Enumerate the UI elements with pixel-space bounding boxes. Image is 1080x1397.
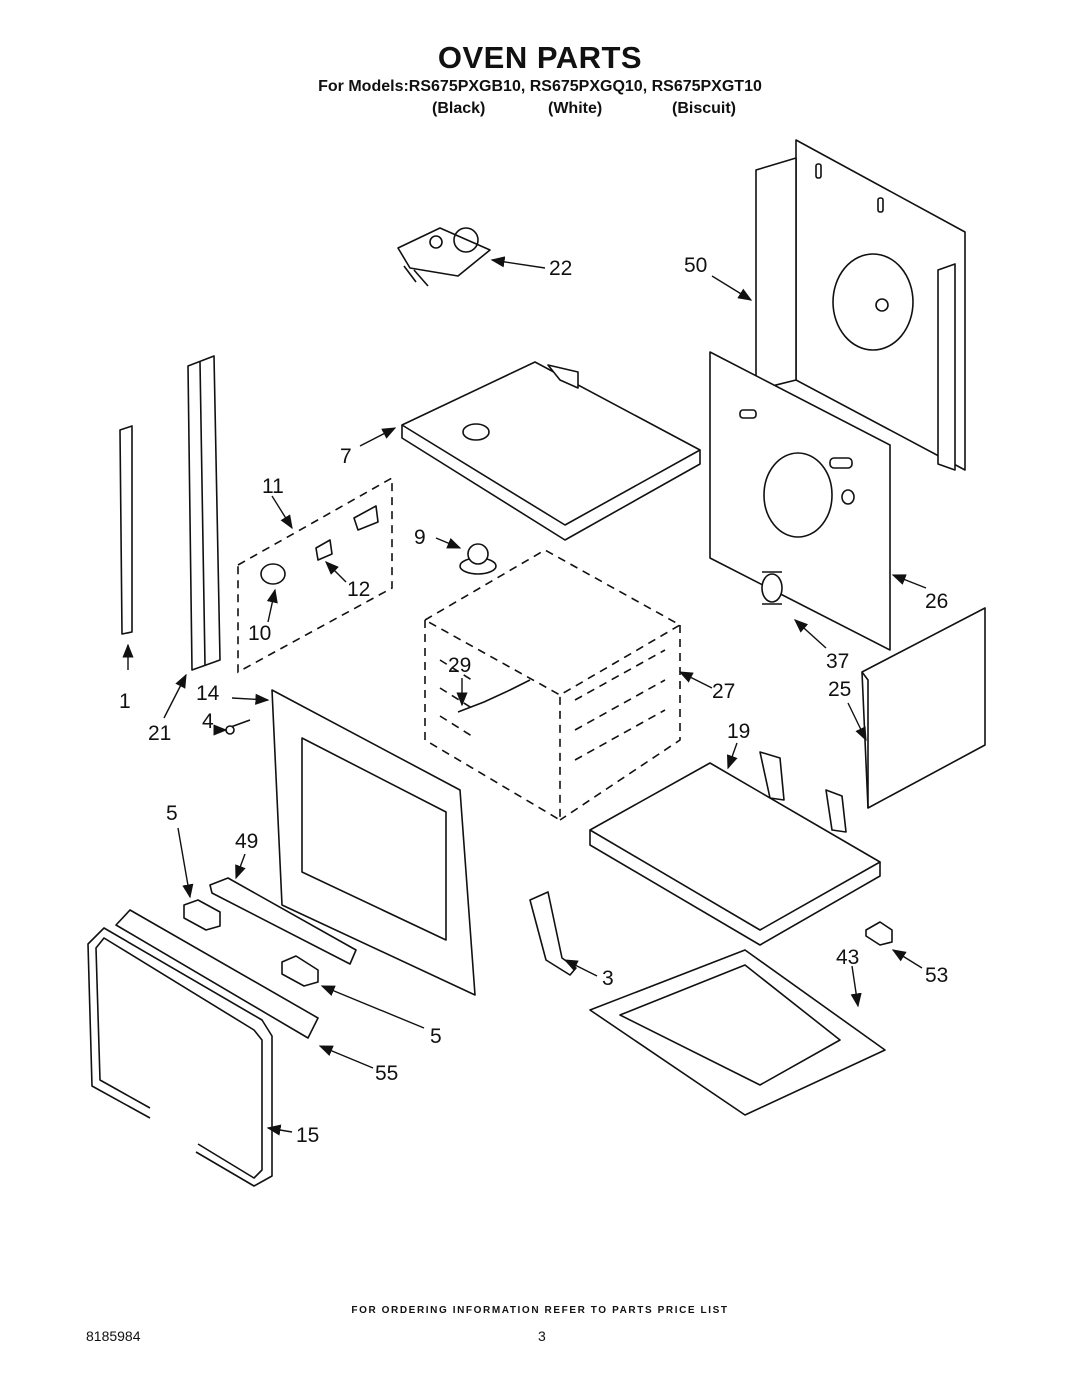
callout-11: 11 <box>262 475 284 498</box>
part-9-sensor <box>459 543 497 575</box>
part-19-bottom-shield <box>589 751 881 946</box>
callout-12: 12 <box>347 578 370 601</box>
page-title: OVEN PARTS <box>437 40 643 75</box>
callout-29: 29 <box>448 654 471 677</box>
callout-10: 10 <box>248 622 271 645</box>
callout-14: 14 <box>196 682 220 705</box>
part-22-component <box>397 227 491 287</box>
callout-3: 3 <box>602 967 614 990</box>
callout-5-bottom: 5 <box>430 1025 442 1048</box>
callout-19: 19 <box>727 720 750 743</box>
part-25-side-panel <box>861 607 986 809</box>
part-7-top-panel <box>401 361 701 541</box>
document-number: 8185984 <box>86 1328 141 1344</box>
part-11-lamp-group <box>237 476 393 674</box>
callout-22: 22 <box>549 257 572 280</box>
part-1-rod <box>119 425 133 635</box>
callout-1: 1 <box>119 690 131 713</box>
color-biscuit: (Biscuit) <box>672 100 736 117</box>
callout-43: 43 <box>836 946 859 969</box>
callout-55: 55 <box>375 1062 398 1085</box>
callout-7: 7 <box>340 445 352 468</box>
part-49-trim <box>209 877 357 965</box>
callout-5-top: 5 <box>166 802 178 825</box>
part-21-frame-strip <box>187 355 221 671</box>
callout-26: 26 <box>925 590 948 613</box>
models-line: For Models:RS675PXGB10, RS675PXGQ10, RS6… <box>318 78 762 95</box>
callout-49: 49 <box>235 830 258 853</box>
callout-37: 37 <box>826 650 849 673</box>
ordering-note: FOR ORDERING INFORMATION REFER TO PARTS … <box>351 1305 729 1316</box>
callout-9: 9 <box>414 526 426 549</box>
callout-4: 4 <box>202 710 214 733</box>
part-26-rear-inner-panel <box>709 351 891 651</box>
part-14-front-frame <box>271 689 476 996</box>
part-43-bottom-pan <box>589 949 886 1116</box>
part-27-oven-cavity <box>423 549 682 822</box>
callout-53: 53 <box>925 964 948 987</box>
part-37-sensor <box>761 571 783 605</box>
callout-leaders <box>122 256 927 1136</box>
part-55-vent-trim <box>115 909 319 1039</box>
callout-21: 21 <box>148 722 171 745</box>
color-white: (White) <box>548 100 603 117</box>
part-4-screw <box>225 719 251 735</box>
part-50-rear-panel <box>755 139 966 471</box>
page-number: 3 <box>538 1328 546 1344</box>
callout-50: 50 <box>684 254 707 277</box>
color-black: (Black) <box>432 100 486 117</box>
callout-numbers: 22 50 7 11 9 12 26 10 37 29 27 25 14 1 4… <box>119 254 948 1147</box>
part-29-wire <box>457 679 531 713</box>
callout-27: 27 <box>712 680 735 703</box>
callout-25: 25 <box>828 678 851 701</box>
part-5-blocks <box>183 899 319 987</box>
callout-15: 15 <box>296 1124 319 1147</box>
part-15-gasket <box>87 927 273 1187</box>
part-53-clip <box>865 921 893 946</box>
